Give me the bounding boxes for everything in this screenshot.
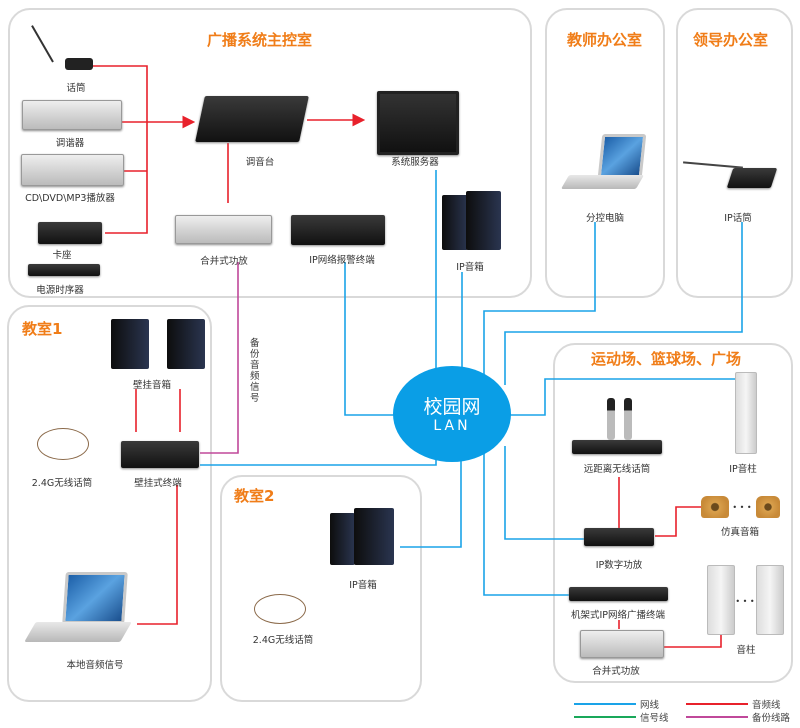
wall-speaker-right-icon [167,319,205,369]
lan-subtitle: LAN [433,418,471,434]
label-wireless-mic-c2: 2.4G无线话筒 [252,635,314,646]
label-cd-player: CD\DVD\MP3播放器 [25,193,115,204]
zone-title-classroom1: 教室1 [22,320,63,338]
column-speaker-left-icon [707,565,735,635]
wall-speaker-left-icon [111,319,149,369]
legend-label-signal: 信号线 [640,713,669,724]
zone-title-leader-office: 领导办公室 [693,31,769,49]
audio-lines-main [93,65,366,234]
audio-lines-sports [618,477,722,648]
label-cassette: 卡座 [52,250,72,261]
control-pc-base-icon [560,175,645,189]
label-mic: 话筒 [66,83,86,94]
label-local-audio: 本地音频信号 [66,660,124,671]
mixer-icon [195,96,309,142]
rack-terminal-icon [569,587,668,601]
label-ip-column: IP音柱 [729,464,757,475]
label-integrated-amp-sports: 合并式功放 [592,666,640,677]
legend-swatch-signal [574,716,636,718]
ellipsis-simulated: • • • [732,503,752,512]
cd-player-icon [21,154,124,186]
wall-terminal-icon [121,441,199,468]
legend-swatch-audio [686,703,748,705]
legend-label-network: 网线 [640,700,660,711]
ip-speaker-main-icon-2 [466,191,501,250]
zone-title-sports: 运动场、篮球场、广场 [591,350,742,368]
ip-digital-amp-icon [584,528,654,546]
label-simulated-speaker: 仿真音箱 [720,527,760,538]
zone-title-teacher-office: 教师办公室 [567,31,643,49]
ip-speaker-c2-right-icon [354,508,394,565]
control-pc-screen-icon [597,134,647,178]
label-power-sequencer: 电源时序器 [36,285,84,296]
long-range-mic-handheld-icon [607,398,615,440]
local-audio-laptop-screen-icon [62,572,128,624]
label-wireless-mic-c1: 2.4G无线话筒 [31,478,93,489]
label-rack-terminal: 机架式IP网络广播终端 [570,610,666,621]
simulated-speaker-right-icon [756,496,780,518]
cassette-icon [38,222,102,244]
legend-swatch-backup [686,716,748,718]
label-ip-speaker-main: IP音箱 [456,262,484,273]
ip-alarm-terminal-icon [291,215,385,245]
label-ip-mic: IP话筒 [724,213,752,224]
ellipsis-column: • • • [735,597,755,606]
integrated-amp-icon [175,215,272,244]
label-tuner: 调谐器 [55,138,85,149]
tuner-icon [22,100,122,130]
legend-swatch-network [574,703,636,705]
label-wall-terminal: 壁挂式终端 [134,478,182,489]
long-range-mic-handheld-icon-2 [624,398,632,440]
ip-speaker-c2-left-icon [330,513,355,565]
campus-lan-hub: 校园网 LAN [393,366,511,462]
ip-speaker-main-icon [442,195,468,250]
ip-mic-base-icon [726,168,778,188]
label-server: 系统服务器 [391,157,439,168]
local-audio-laptop-base-icon [24,622,132,642]
label-long-range-mic: 远距离无线话筒 [583,464,651,475]
backup-signal-label: 备份音频信号 [250,338,260,404]
label-ip-digital-amp: IP数字功放 [595,560,643,571]
ip-column-icon [735,372,757,454]
long-range-mic-receiver-icon [572,440,662,454]
zone-title-main-control: 广播系统主控室 [207,31,313,49]
label-mixer: 调音台 [245,157,275,168]
zone-leader-office [676,8,793,298]
power-sequencer-icon [28,264,100,276]
microphone-icon [65,58,93,70]
legend-label-audio: 音频线 [752,700,781,711]
label-ip-alarm-terminal: IP网络报警终端 [309,255,375,266]
column-speaker-right-icon [756,565,784,635]
label-column-speaker: 音柱 [736,645,756,656]
server-icon [377,91,459,155]
label-integrated-amp: 合并式功放 [200,256,248,267]
legend-label-backup: 备份线路 [752,713,791,724]
backup-line [200,262,239,454]
audio-lines-classroom1 [135,389,181,625]
zone-title-classroom2: 教室2 [234,487,275,505]
label-control-pc: 分控电脑 [585,213,625,224]
label-ip-speaker-c2: IP音箱 [349,580,377,591]
integrated-amp-sports-icon [580,630,664,658]
simulated-speaker-left-icon [701,496,729,518]
lan-title: 校园网 [423,396,481,418]
wireless-mic-c1-icon [37,428,89,460]
label-wall-speaker: 壁挂音箱 [132,380,172,391]
wireless-mic-c2-icon [254,594,306,624]
